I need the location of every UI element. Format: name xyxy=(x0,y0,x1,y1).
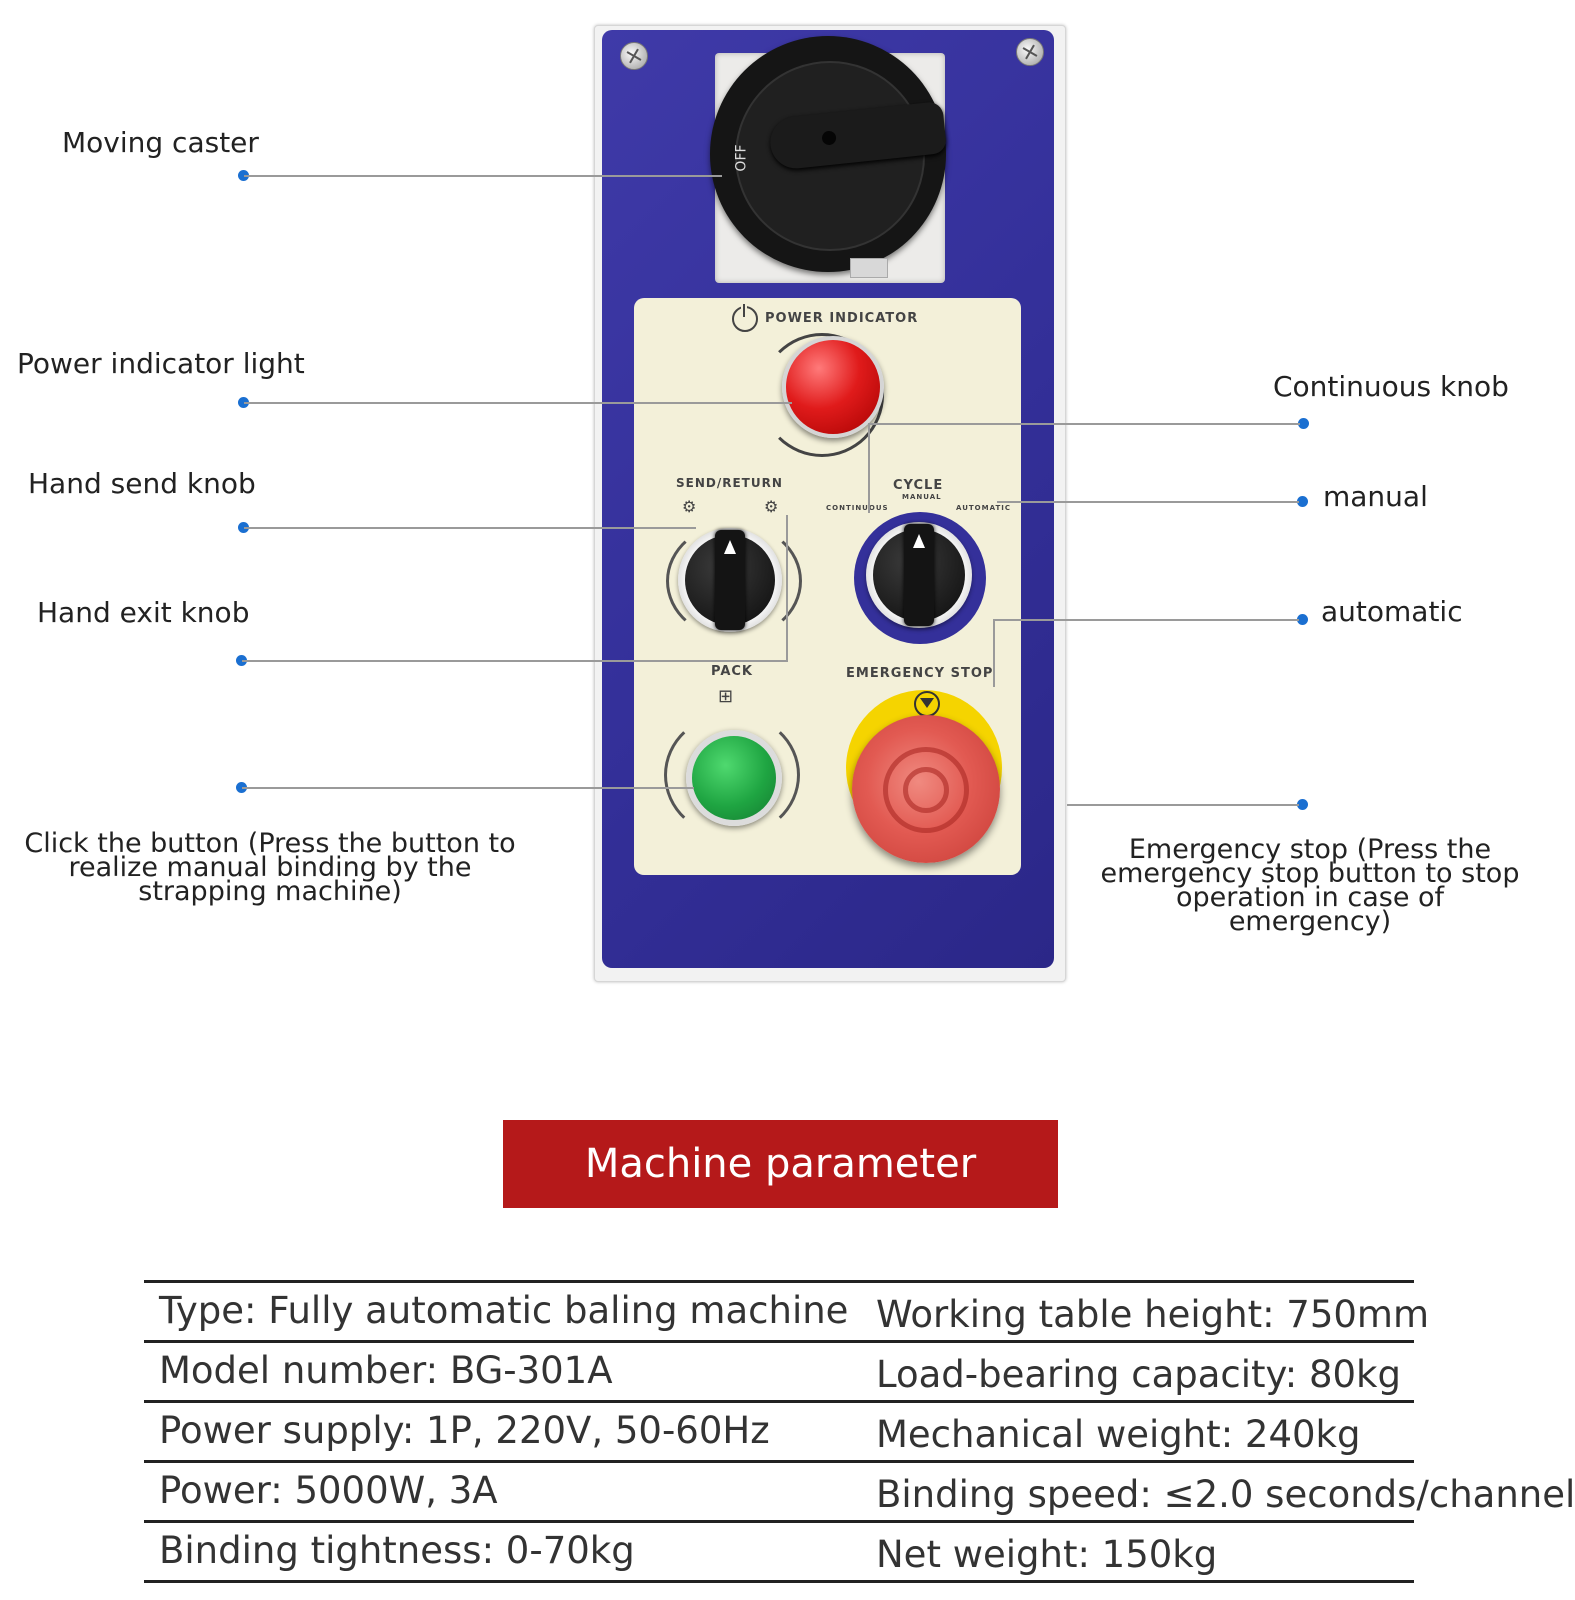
callout-dot xyxy=(238,397,249,408)
parameter-row: Model number: BG-301A Load-bearing capac… xyxy=(144,1340,1414,1400)
power-indicator-lamp xyxy=(782,336,884,438)
callout-line xyxy=(997,501,1299,503)
callout-continuous-knob: Continuous knob xyxy=(1273,370,1509,403)
callout-dot xyxy=(236,655,247,666)
callout-dot xyxy=(1297,799,1308,810)
parameter-banner: Machine parameter xyxy=(503,1120,1058,1208)
parameter-right: Mechanical weight: 240kg xyxy=(876,1413,1361,1456)
cycle-continuous-label: CONTINUOUS xyxy=(826,504,889,512)
parameter-right: Binding speed: ≤2.0 seconds/channel xyxy=(876,1473,1575,1516)
callout-line-vertical xyxy=(868,423,870,513)
power-indicator-label: POWER INDICATOR xyxy=(765,311,919,326)
callout-line xyxy=(244,175,722,177)
callout-line xyxy=(868,423,1300,425)
parameter-left: Model number: BG-301A xyxy=(159,1349,613,1392)
emergency-stop-icon xyxy=(914,691,940,717)
note-line: Emergency stop (Press the xyxy=(1128,834,1492,865)
note-line: emergency stop button to stop xyxy=(1100,858,1520,889)
callout-line xyxy=(244,402,792,404)
callout-line-vertical xyxy=(993,619,995,687)
callout-dot xyxy=(238,522,249,533)
emergency-stop-ring-outer xyxy=(883,747,969,833)
pack-button[interactable] xyxy=(686,730,782,826)
callout-manual: manual xyxy=(1323,480,1428,513)
parameter-title: Machine parameter xyxy=(584,1141,977,1187)
screw-top-left-icon xyxy=(620,42,648,70)
screw-top-right-icon xyxy=(1016,38,1044,66)
note-line: emergency) xyxy=(1228,906,1392,937)
pack-ring xyxy=(664,712,800,838)
parameter-table: Type: Fully automatic baling machine Wor… xyxy=(144,1280,1575,1583)
parameter-right: Net weight: 150kg xyxy=(876,1533,1218,1576)
parameter-left: Power supply: 1P, 220V, 50-60Hz xyxy=(159,1409,770,1452)
send-icon: ⚙ xyxy=(682,497,698,516)
switch-off-label: OFF xyxy=(733,144,750,172)
parameter-left: Type: Fully automatic baling machine xyxy=(159,1289,849,1332)
callout-dot xyxy=(238,170,249,181)
parameter-row: Type: Fully automatic baling machine Wor… xyxy=(144,1280,1429,1340)
callout-power-indicator-light: Power indicator light xyxy=(17,347,305,380)
callout-dot xyxy=(1297,614,1308,625)
power-icon xyxy=(732,304,758,332)
callout-dot xyxy=(236,782,247,793)
callout-hand-exit-knob: Hand exit knob xyxy=(37,596,250,629)
pack-label: PACK xyxy=(711,664,754,679)
callout-line xyxy=(242,660,788,662)
callout-dot xyxy=(1298,418,1309,429)
emergency-stop-label: EMERGENCY STOP xyxy=(846,666,994,681)
parameter-row: Power: 5000W, 3A Binding speed: ≤2.0 sec… xyxy=(144,1460,1575,1520)
callout-hand-send-knob: Hand send knob xyxy=(28,467,256,500)
switch-tab xyxy=(850,258,888,278)
callout-moving-caster: Moving caster xyxy=(62,126,259,159)
return-icon: ⚙ xyxy=(764,497,780,516)
callout-line xyxy=(993,619,1299,621)
cycle-label: CYCLE xyxy=(893,478,944,493)
parameter-left: Binding tightness: 0-70kg xyxy=(159,1529,635,1572)
parameter-left: Power: 5000W, 3A xyxy=(159,1469,498,1512)
cycle-manual-label: MANUAL xyxy=(902,493,942,501)
send-return-ring xyxy=(666,522,802,640)
pack-icon: ⊞ xyxy=(718,686,735,707)
emergency-stop-ring-inner xyxy=(903,767,949,813)
callout-automatic: automatic xyxy=(1321,595,1463,628)
parameter-right: Load-bearing capacity: 80kg xyxy=(876,1353,1401,1396)
callout-dot xyxy=(1297,496,1308,507)
callout-emergency-note: Emergency stop (Press the emergency stop… xyxy=(1075,834,1545,937)
note-line: strapping machine) xyxy=(138,876,402,907)
parameter-row: Binding tightness: 0-70kg Net weight: 15… xyxy=(144,1520,1414,1583)
callout-line xyxy=(242,787,694,789)
note-line: operation in case of xyxy=(1175,882,1445,913)
note-line: Click the button (Press the button to xyxy=(24,828,516,859)
note-line: realize manual binding by the xyxy=(68,852,472,883)
callout-line xyxy=(1067,804,1299,806)
send-return-arrow-icon xyxy=(724,540,736,554)
send-return-label: SEND/RETURN xyxy=(676,476,783,490)
cycle-automatic-label: AUTOMATIC xyxy=(956,504,1011,512)
parameter-row: Power supply: 1P, 220V, 50-60Hz Mechanic… xyxy=(144,1400,1414,1460)
parameter-right: Working table height: 750mm xyxy=(876,1293,1430,1336)
callout-line xyxy=(244,527,696,529)
callout-line-vertical xyxy=(786,515,788,661)
callout-click-button-note: Click the button (Press the button to re… xyxy=(10,828,530,907)
cycle-arrow-icon xyxy=(913,534,925,548)
